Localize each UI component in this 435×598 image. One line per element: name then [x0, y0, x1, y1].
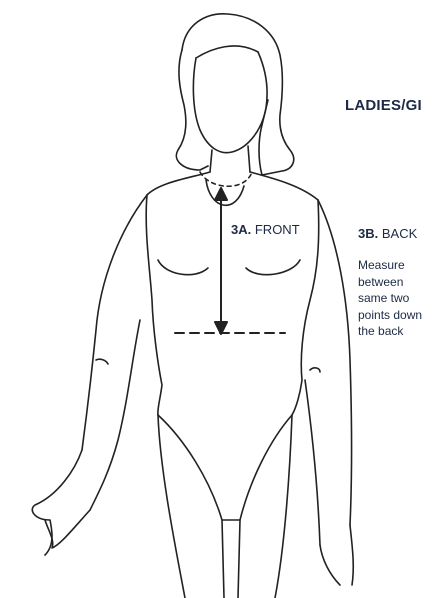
hair-outline	[182, 14, 294, 175]
leg-gap-left	[222, 520, 224, 598]
back-measurement-label: 3B. BACK	[358, 226, 417, 241]
right-shoulder	[250, 172, 318, 200]
page-heading: LADIES/GI	[345, 97, 422, 114]
left-leg	[158, 415, 185, 598]
front-text: FRONT	[255, 222, 300, 237]
left-torso	[146, 195, 162, 415]
neck-dashed-loop	[200, 172, 252, 186]
right-leg	[275, 415, 292, 598]
leg-gap-right	[238, 520, 240, 598]
left-elbow	[96, 359, 108, 364]
bust-right	[246, 260, 300, 275]
left-arm-inner	[90, 320, 140, 510]
hair-left	[176, 50, 208, 170]
left-hand	[32, 450, 82, 555]
leotard-outline	[158, 415, 292, 520]
left-arm-outer	[82, 195, 147, 450]
neck-left	[210, 150, 212, 172]
right-arm-inner	[305, 380, 320, 545]
hair-fringe	[196, 46, 258, 58]
front-measurement-label: 3A. FRONT	[231, 222, 300, 237]
bust-left	[158, 260, 208, 275]
left-shoulder	[147, 172, 210, 195]
neckline	[206, 180, 244, 205]
right-arm-outer	[318, 200, 352, 525]
right-elbow	[310, 368, 320, 372]
front-code: 3A.	[231, 222, 251, 237]
back-text: BACK	[382, 226, 417, 241]
back-code: 3B.	[358, 226, 378, 241]
front-double-arrow	[215, 188, 227, 334]
face-outline	[193, 52, 267, 153]
neck-right	[248, 146, 250, 172]
right-hand	[320, 525, 353, 585]
back-measurement-note: Measure between same two points down the…	[358, 257, 433, 340]
